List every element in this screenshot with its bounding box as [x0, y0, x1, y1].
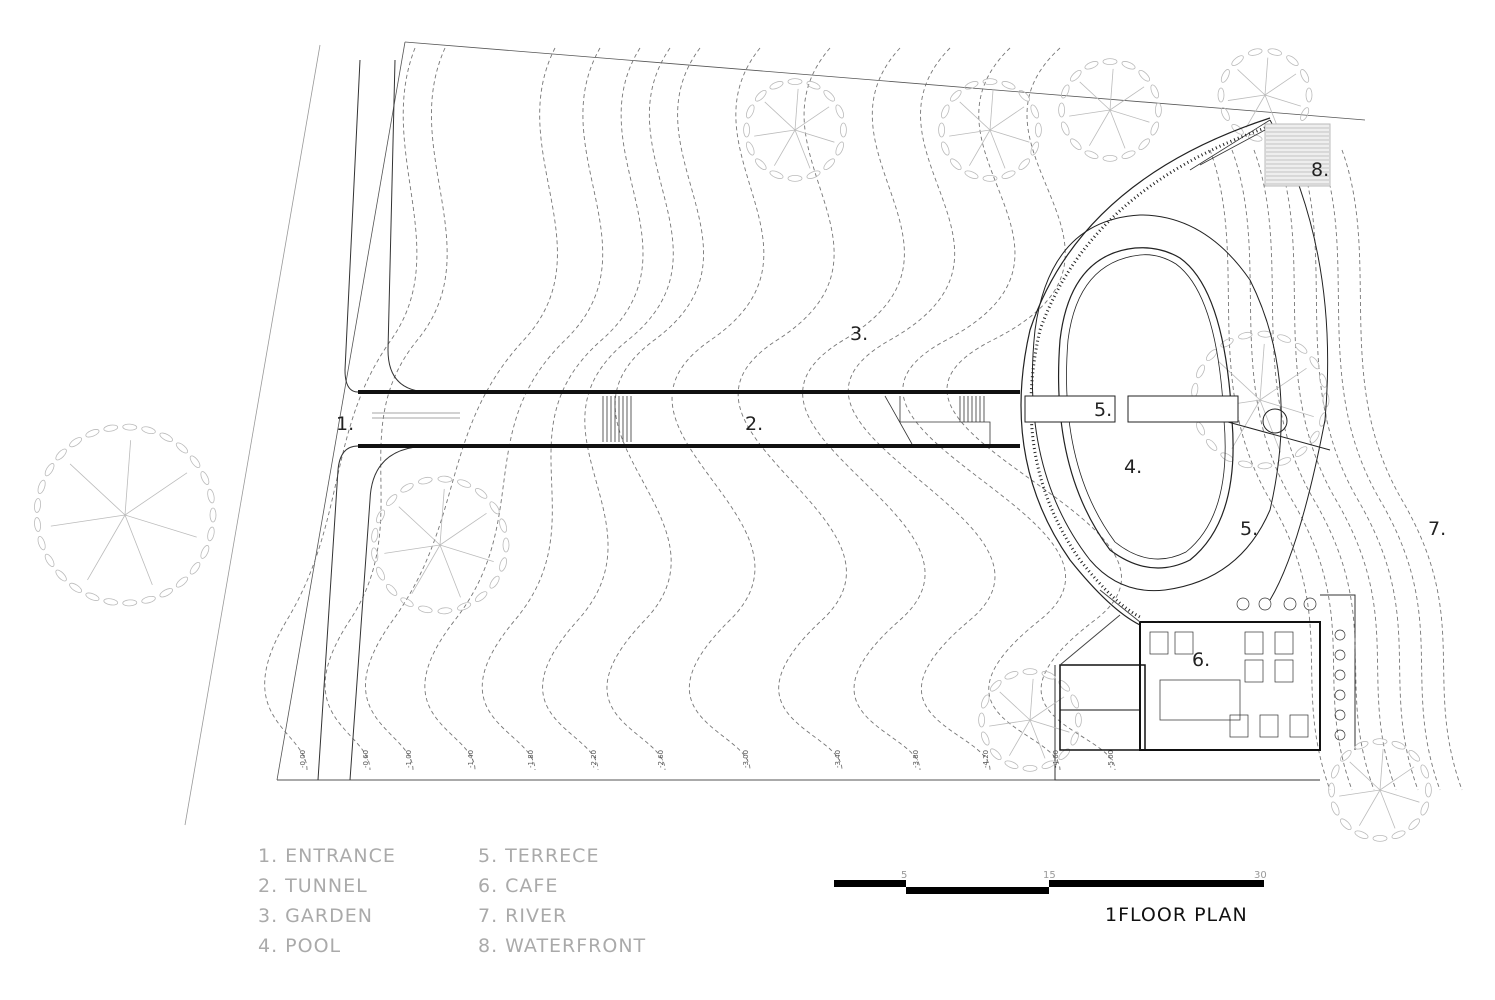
terrace-chair: [1334, 689, 1346, 701]
contour-line: [802, 47, 926, 771]
cafe-table: [1244, 631, 1264, 655]
site-boundary: [184, 41, 1366, 826]
contour-label: -3.40: [834, 750, 842, 768]
legend: 1. ENTRANCE 2. TUNNEL 3. GARDEN 4. POOL …: [258, 845, 646, 957]
contour-label: -3.80: [912, 750, 920, 768]
oval-ring: [1020, 117, 1331, 626]
terrace-chair: [1334, 729, 1346, 741]
contour-line: [847, 47, 996, 771]
contour-line: [424, 47, 604, 771]
river-contour: [1319, 149, 1441, 791]
tree-icon: [743, 78, 847, 182]
contour-label: -0.60: [362, 750, 370, 768]
tree-icon: [34, 423, 217, 607]
label-pool: 4.: [1124, 456, 1142, 478]
contour-line: [542, 47, 674, 771]
scale-tick: 30: [1254, 870, 1267, 881]
contour-line: [481, 47, 644, 771]
tree-icon: [978, 668, 1082, 772]
river-contour: [1297, 149, 1419, 791]
legend-item: 3. GARDEN: [258, 905, 373, 927]
terrace-chair: [1334, 669, 1346, 681]
contour-label: -4.60: [1052, 750, 1060, 768]
contour-line: [365, 47, 558, 771]
label-garden: 3.: [850, 323, 868, 345]
label-cafe: 6.: [1192, 649, 1210, 671]
cafe-table: [1229, 714, 1249, 738]
contour-label: -4.20: [982, 750, 990, 768]
terrace-chair: [1236, 597, 1250, 611]
label-entrance: 1.: [336, 413, 354, 435]
legend-item: 8. WATERFRONT: [478, 935, 646, 957]
river-contour: [1209, 149, 1331, 791]
contour-lines: -0.00 -0.60 -1.00 -1.40 -1.80 -2.20 -2.60 -3.00…: [264, 47, 1463, 791]
contour-label: -1.80: [527, 750, 535, 768]
cafe-table: [1259, 714, 1279, 738]
contour-line: [671, 47, 765, 771]
label-waterfront: 8.: [1311, 159, 1329, 181]
contour-label: -3.00: [742, 750, 750, 768]
label-river: 7.: [1428, 518, 1446, 540]
tunnel: [358, 390, 1020, 448]
contour-label: -5.00: [1107, 750, 1115, 768]
cafe-building: [1059, 589, 1346, 751]
cafe-table: [1274, 659, 1294, 683]
contour-line: [902, 47, 1067, 771]
tree-icon: [371, 475, 510, 615]
scale-tick: 15: [1043, 870, 1056, 881]
cafe-table: [1174, 631, 1194, 655]
legend-item: 7. RIVER: [478, 905, 567, 927]
terrace-chair: [1258, 597, 1272, 611]
contour-label: -1.40: [467, 750, 475, 768]
cafe-table: [1149, 631, 1169, 655]
contour-label: -2.20: [590, 750, 598, 768]
label-terrace-1: 5.: [1094, 399, 1112, 421]
scale-tick: 5: [901, 870, 907, 881]
legend-item: 1. ENTRANCE: [258, 845, 396, 867]
terrace-chair: [1334, 629, 1346, 641]
contour-line: [264, 47, 418, 771]
label-tunnel: 2.: [745, 413, 763, 435]
cafe-table: [1274, 631, 1294, 655]
tree-icon: [1328, 738, 1432, 842]
legend-item: 6. CAFE: [478, 875, 558, 897]
legend-item: 4. POOL: [258, 935, 341, 957]
legend-item: 5. TERRECE: [478, 845, 599, 867]
legend-item: 2. TUNNEL: [258, 875, 368, 897]
tree-icon: [1058, 58, 1162, 162]
waterfront-deck: [1189, 119, 1331, 187]
contour-label: -0.00: [299, 750, 307, 768]
contour-line: [737, 47, 847, 771]
river-contour: [1275, 149, 1397, 791]
tree-icon: [938, 78, 1042, 182]
contour-line: [606, 47, 704, 771]
terrace-chair: [1283, 597, 1297, 611]
cafe-table: [1289, 714, 1309, 738]
contour-label: -2.60: [657, 750, 665, 768]
contour-line: [324, 47, 448, 771]
trees: [34, 48, 1432, 842]
terrace-chair: [1334, 709, 1346, 721]
scale-bar: 5 15 30: [834, 870, 1267, 894]
terrace-chair: [1334, 649, 1346, 661]
river-contour: [1341, 149, 1463, 791]
river-contour: [1253, 149, 1375, 791]
river-contour: [1231, 149, 1353, 791]
plan-title: 1FLOOR PLAN: [1105, 904, 1248, 926]
label-terrace-2: 5.: [1240, 518, 1258, 540]
cafe-table: [1244, 659, 1264, 683]
contour-label: -1.00: [405, 750, 413, 768]
terrace-chair: [1303, 597, 1317, 611]
